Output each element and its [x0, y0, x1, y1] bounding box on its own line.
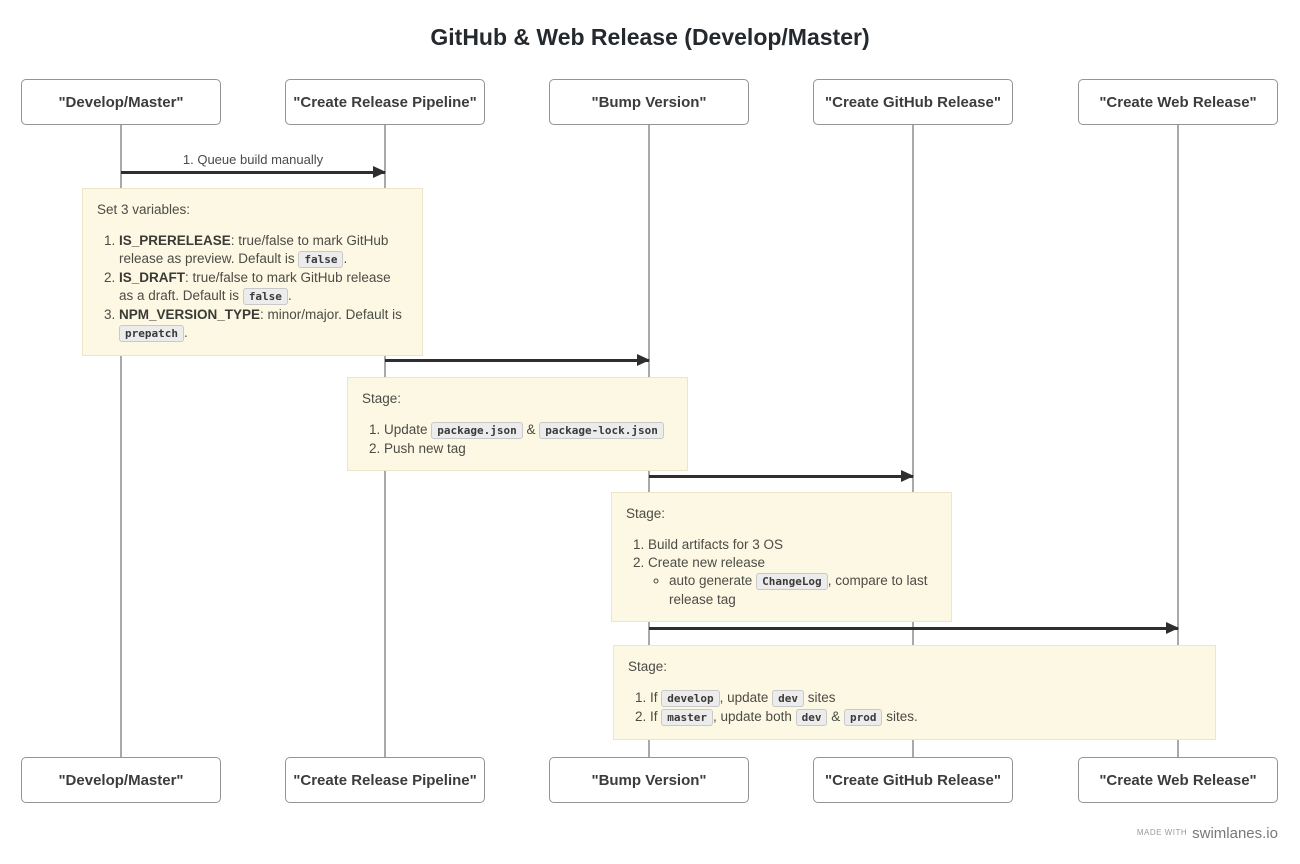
- lifeline-develop-master: [120, 125, 122, 757]
- lane-label: "Create GitHub Release": [825, 93, 1001, 111]
- lane-header-bottom-develop-master: "Develop/Master": [21, 757, 221, 803]
- note-stage-update-sites: Stage: If develop, update dev sitesIf ma…: [613, 645, 1216, 740]
- note-title: Stage:: [362, 391, 402, 406]
- note-list: If develop, update dev sitesIf master, u…: [628, 689, 1201, 727]
- arrowhead-right-icon: [901, 470, 914, 482]
- note-list-item: If master, update both dev & prod sites.: [650, 708, 1201, 727]
- note-list: Build artifacts for 3 OSCreate new relea…: [626, 536, 937, 609]
- note-stage-update-package: Stage: Update package.json & package-loc…: [347, 377, 688, 471]
- lane-header-bottom-create-release-pipeline: "Create Release Pipeline": [285, 757, 485, 803]
- swimlanes-brand-link[interactable]: swimlanes.io: [1192, 825, 1278, 842]
- arrow-develop-to-pipeline: [121, 166, 386, 178]
- lane-label: "Create Release Pipeline": [293, 771, 477, 789]
- lane-header-bottom-create-web-release: "Create Web Release": [1078, 757, 1278, 803]
- lane-label: "Develop/Master": [58, 93, 184, 111]
- note-list-item: Update package.json & package-lock.json: [384, 421, 673, 440]
- arrow-pipeline-to-bump: [385, 354, 650, 366]
- note-sublist-item: auto generate ChangeLog, compare to last…: [669, 572, 937, 609]
- arrow-bump-to-web-release: [649, 622, 1179, 634]
- lane-label: "Create Web Release": [1099, 771, 1257, 789]
- note-list: Update package.json & package-lock.jsonP…: [362, 421, 673, 458]
- lane-header-top-bump-version: "Bump Version": [549, 79, 749, 125]
- lane-header-top-create-web-release: "Create Web Release": [1078, 79, 1278, 125]
- lane-header-bottom-bump-version: "Bump Version": [549, 757, 749, 803]
- note-title: Set 3 variables:: [97, 202, 191, 217]
- note-list: IS_PRERELEASE: true/false to mark GitHub…: [97, 232, 408, 343]
- note-title: Stage:: [628, 659, 668, 674]
- lane-label: "Create Web Release": [1099, 93, 1257, 111]
- arrow-label-queue-build: 1. Queue build manually: [182, 152, 324, 167]
- lifeline-create-github-release: [912, 125, 914, 757]
- note-list-item: IS_PRERELEASE: true/false to mark GitHub…: [119, 232, 408, 269]
- made-with-label: made with: [1136, 828, 1188, 837]
- arrowhead-right-icon: [373, 166, 386, 178]
- lane-label: "Create GitHub Release": [825, 771, 1001, 789]
- note-set-variables: Set 3 variables: IS_PRERELEASE: true/fal…: [82, 188, 423, 356]
- note-list-item: Push new tag: [384, 440, 673, 458]
- note-list-item: IS_DRAFT: true/false to mark GitHub rele…: [119, 269, 408, 306]
- lane-header-bottom-create-github-release: "Create GitHub Release": [813, 757, 1013, 803]
- lane-label: "Create Release Pipeline": [293, 93, 477, 111]
- note-list-item: Build artifacts for 3 OS: [648, 536, 937, 554]
- lane-header-top-develop-master: "Develop/Master": [21, 79, 221, 125]
- lane-label: "Bump Version": [591, 771, 707, 789]
- diagram-title: GitHub & Web Release (Develop/Master): [430, 24, 870, 50]
- footer: made with swimlanes.io: [1137, 825, 1278, 843]
- lane-label: "Bump Version": [591, 93, 707, 111]
- arrowhead-right-icon: [637, 354, 650, 366]
- note-list-item: If develop, update dev sites: [650, 689, 1201, 708]
- note-list-item: NPM_VERSION_TYPE: minor/major. Default i…: [119, 306, 408, 343]
- arrow-bump-to-github-release: [649, 470, 914, 482]
- arrowhead-right-icon: [1166, 622, 1179, 634]
- note-title: Stage:: [626, 506, 666, 521]
- lane-header-top-create-github-release: "Create GitHub Release": [813, 79, 1013, 125]
- lane-label: "Develop/Master": [58, 771, 184, 789]
- lane-header-top-create-release-pipeline: "Create Release Pipeline": [285, 79, 485, 125]
- note-list-item: Create new releaseauto generate ChangeLo…: [648, 554, 937, 609]
- lifeline-create-web-release: [1177, 125, 1179, 757]
- note-stage-build-artifacts: Stage: Build artifacts for 3 OSCreate ne…: [611, 492, 952, 622]
